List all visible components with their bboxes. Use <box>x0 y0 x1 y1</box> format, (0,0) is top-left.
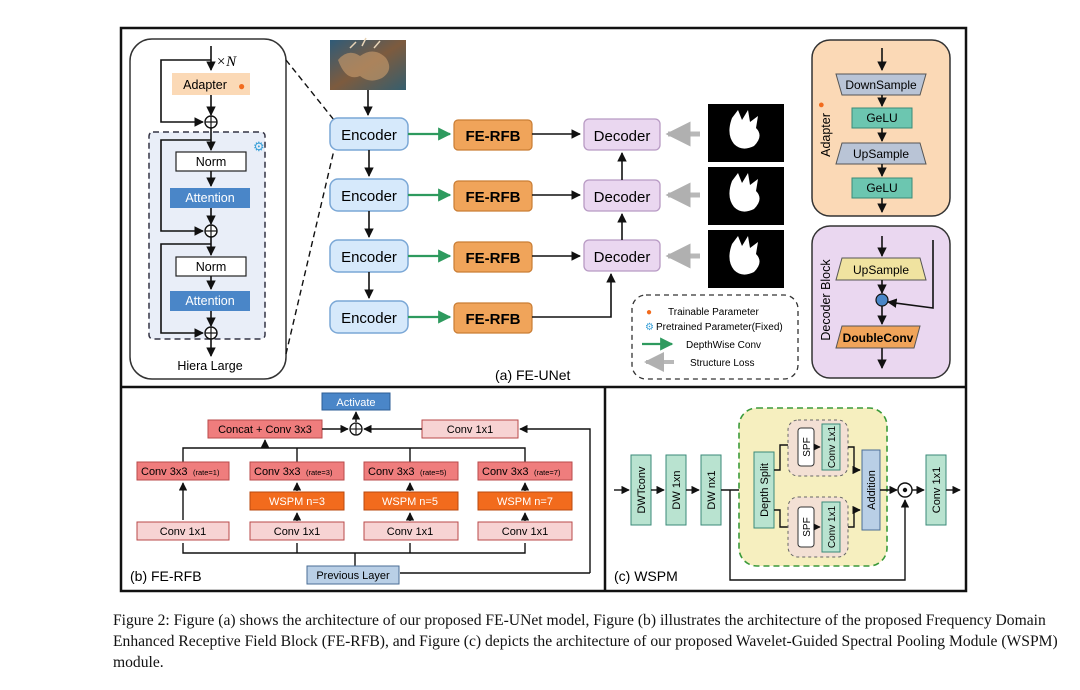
concat-label: Concat + Conv 3x3 <box>218 424 312 436</box>
fe-rfb-3-label: FE-RFB <box>466 250 521 267</box>
conv1x1-final: Conv 1x1 <box>931 467 943 513</box>
doubleconv-label: DoubleConv <box>843 331 914 345</box>
decoder-column: Decoder Decoder Decoder <box>583 118 661 272</box>
spf-label-1: SPF <box>802 437 813 456</box>
adapter-box <box>172 73 250 95</box>
figure-caption: Figure 2: Figure (a) shows the architect… <box>113 612 1058 671</box>
fe-rfb-column: FE-RFB FE-RFB FE-RFB FE-RFB <box>453 119 533 334</box>
repeat-label: ×N <box>216 54 237 70</box>
decoder-upsample-label: UpSample <box>853 263 909 277</box>
gelu-label-2: GeLU <box>866 181 897 195</box>
wspm-n3: WSPM n=3 <box>269 496 325 508</box>
concat-icon <box>875 293 889 307</box>
encoder-4-label: Encoder <box>341 310 397 327</box>
decoder-1-label: Decoder <box>594 128 651 145</box>
dwtconv-label: DWTconv <box>636 466 648 514</box>
conv1x1-4: Conv 1x1 <box>502 526 548 538</box>
legend: ● Trainable Parameter ⚙ Pretrained Param… <box>631 294 799 380</box>
legend-trainable: Trainable Parameter <box>668 307 759 318</box>
encoder-1-label: Encoder <box>341 127 397 144</box>
rate-3: (rate=3) <box>306 468 333 477</box>
conv3x3-1: Conv 3x3 <box>141 466 187 478</box>
conv1x1-c1: Conv 1x1 <box>827 425 838 468</box>
fe-rfb-2-label: FE-RFB <box>466 189 521 206</box>
flame-icon: ● <box>238 79 245 93</box>
dw-1xn-label: DW 1xn <box>671 470 683 509</box>
depth-split-label: Depth Split <box>759 463 771 517</box>
adapter-label: Adapter <box>183 78 227 92</box>
decoder-3-label: Decoder <box>594 249 651 266</box>
conv1x1-c2: Conv 1x1 <box>827 505 838 548</box>
norm-label-2: Norm <box>196 260 227 274</box>
decoder-block: Decoder Block UpSample DoubleConv <box>811 225 951 379</box>
input-image <box>330 37 406 90</box>
activate-label: Activate <box>336 397 375 409</box>
conv3x3-2: Conv 3x3 <box>254 466 300 478</box>
rate-5: (rate=5) <box>420 468 447 477</box>
wspm-n7: WSPM n=7 <box>497 496 553 508</box>
pretrained-icon: ⚙ <box>645 322 654 333</box>
fe-rfb-2 <box>453 180 533 212</box>
panel-a-title: (a) FE-UNet <box>495 367 571 383</box>
addition-label: Addition <box>866 470 878 510</box>
dw-nx1-label: DW nx1 <box>706 470 718 509</box>
flame-icon-2: ● <box>818 99 825 111</box>
adapter-block: Adapter ● DownSample GeLU UpSample GeLU <box>811 39 951 217</box>
hiera-large-label: Hiera Large <box>177 359 242 373</box>
trainable-icon: ● <box>646 307 652 318</box>
legend-pretrained: Pretrained Parameter(Fixed) <box>656 322 783 333</box>
encoder-2-label: Encoder <box>341 188 397 205</box>
conv3x3-3: Conv 3x3 <box>368 466 414 478</box>
rate-7: (rate=7) <box>534 468 561 477</box>
decoder-1 <box>583 118 661 151</box>
previous-layer-label: Previous Layer <box>316 570 390 582</box>
conv1x1-2: Conv 1x1 <box>274 526 320 538</box>
panel-b-title: (b) FE-RFB <box>130 568 202 584</box>
encoder-3-label: Encoder <box>341 249 397 266</box>
fe-rfb-4-label: FE-RFB <box>466 311 521 328</box>
legend-structure-loss: Structure Loss <box>690 358 754 369</box>
decoder-2-label: Decoder <box>594 189 651 206</box>
adapter-block-title: Adapter <box>819 113 833 157</box>
rate-1: (rate=1) <box>193 468 220 477</box>
legend-depthwise: DepthWise Conv <box>686 340 761 351</box>
norm-label: Norm <box>196 155 227 169</box>
attention-box-2 <box>170 291 250 311</box>
attention-label-2: Attention <box>185 294 234 308</box>
hiera-large-block: ×N Adapter ● ⚙ Norm Attention Norm Atten… <box>129 38 287 380</box>
fe-rfb-panel: Activate Concat + Conv 3x3 Conv 1x1 Conv… <box>136 392 591 585</box>
spf-label-2: SPF <box>802 517 813 536</box>
fe-rfb-3 <box>453 241 533 273</box>
upsample-label: UpSample <box>853 147 909 161</box>
wspm-n5: WSPM n=5 <box>382 496 438 508</box>
mask-images <box>708 104 784 288</box>
fe-rfb-1-label: FE-RFB <box>466 128 521 145</box>
attention-box <box>170 188 250 208</box>
panel-c-title: (c) WSPM <box>614 568 678 584</box>
encoder-column: Encoder Encoder Encoder Encoder <box>329 117 409 334</box>
downsample-label: DownSample <box>845 78 917 92</box>
outer-frame <box>119 26 968 593</box>
gelu-label: GeLU <box>866 111 897 125</box>
conv1x1-1: Conv 1x1 <box>160 526 206 538</box>
fe-rfb-4 <box>453 302 533 334</box>
wspm-panel: DWTconv DW 1xn DW nx1 Depth Split SPF Co… <box>614 407 961 581</box>
fe-rfb-1 <box>453 119 533 151</box>
conv1x1-top-label: Conv 1x1 <box>447 424 493 436</box>
gear-icon: ⚙ <box>253 139 265 154</box>
conv3x3-4: Conv 3x3 <box>482 466 528 478</box>
decoder-block-title: Decoder Block <box>819 259 833 341</box>
conv1x1-3: Conv 1x1 <box>387 526 433 538</box>
attention-label: Attention <box>185 191 234 205</box>
